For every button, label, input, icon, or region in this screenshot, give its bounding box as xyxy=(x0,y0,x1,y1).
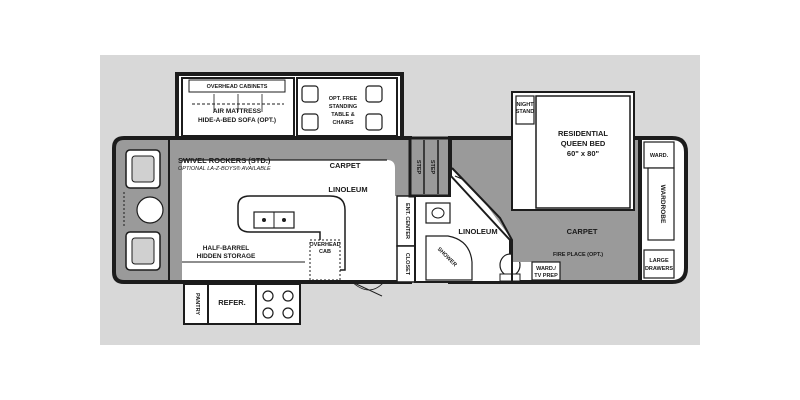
label-step-1: STEP xyxy=(415,160,421,175)
rocker-1-seat xyxy=(131,155,155,183)
side-table xyxy=(136,196,164,224)
label-linoleum-kitchen: LINOLEUM xyxy=(328,185,367,194)
sink-drain xyxy=(282,218,286,222)
carpet-left-strip xyxy=(170,160,182,280)
burner-3 xyxy=(262,307,274,319)
label-residential: RESIDENTIAL xyxy=(558,129,608,138)
sink-faucet xyxy=(262,218,266,222)
overhead-cab-box xyxy=(309,239,341,281)
queen-bed xyxy=(535,95,631,209)
refer-box xyxy=(207,283,257,325)
label-ward-tv-2: TV PREP xyxy=(534,273,558,279)
label-optional-la-z-boy: OPTIONAL LA-Z-BOYS® AVAILABLE xyxy=(178,165,271,172)
night-stand-box xyxy=(515,95,535,125)
chair-1 xyxy=(301,85,319,103)
chair-4 xyxy=(365,113,383,131)
stove-box xyxy=(255,283,301,325)
label-half-barrel: HALF-BARREL xyxy=(203,245,250,252)
label-pantry: PANTRY xyxy=(194,293,200,315)
burner-2 xyxy=(282,290,294,302)
label-drawers: DRAWERS xyxy=(645,266,673,272)
large-drawers-box xyxy=(643,249,675,279)
label-carpet-bedroom: CARPET xyxy=(567,227,598,236)
burner-4 xyxy=(282,307,294,319)
label-queen-bed: QUEEN BED xyxy=(561,139,606,148)
label-wardrobe: WARDROBE xyxy=(659,185,666,224)
label-table-4: CHAIRS xyxy=(332,120,353,126)
label-table-3: TABLE & xyxy=(331,112,354,118)
label-linoleum-bath: LINOLEUM xyxy=(458,227,497,236)
label-hide-a-bed: HIDE-A-BED SOFA (OPT.) xyxy=(198,117,276,124)
overhead-cabinets xyxy=(188,79,286,93)
burner-1 xyxy=(262,290,274,302)
entry-door-swing xyxy=(351,281,385,291)
label-step-2: STEP xyxy=(429,160,435,175)
entry-door xyxy=(351,281,383,297)
ward-tv-prep-box xyxy=(531,261,561,281)
label-carpet-living: CARPET xyxy=(330,161,361,170)
label-ward: WARD. xyxy=(650,153,669,159)
label-night: NIGHT xyxy=(516,102,534,108)
wardrobe-box xyxy=(647,167,675,241)
label-ent-center: ENT. CENTER xyxy=(404,203,410,239)
label-overhead-cab-2: CAB xyxy=(319,249,331,255)
label-overhead-cab-1: OVERHEAD xyxy=(309,242,340,248)
rocker-2-seat xyxy=(131,237,155,265)
toilet-tank xyxy=(499,273,521,282)
label-refer: REFER. xyxy=(218,298,246,307)
label-hidden-storage: HIDDEN STORAGE xyxy=(197,253,256,260)
label-large: LARGE xyxy=(649,258,669,264)
label-overhead-cabinets: OVERHEAD CABINETS xyxy=(207,84,268,90)
chair-2 xyxy=(301,113,319,131)
label-air-mattress: AIR MATTRESS xyxy=(213,108,262,115)
label-swivel-rockers: SWIVEL ROCKERS (STD.) xyxy=(178,156,271,165)
label-table-2: STANDING xyxy=(329,104,357,110)
label-table-1: OPT. FREE xyxy=(329,96,358,102)
shower-stall xyxy=(425,235,473,281)
bath-sink-bowl xyxy=(431,207,445,219)
label-closet: CLOSET xyxy=(404,253,410,276)
label-bed-size: 60" x 80" xyxy=(567,149,600,158)
label-ward-tv-1: WARD./ xyxy=(536,266,556,272)
label-fire-place: FIRE PLACE (OPT.) xyxy=(553,252,603,258)
bedroom-wall xyxy=(451,167,513,282)
carpet-living-area xyxy=(170,140,410,196)
chair-3 xyxy=(365,85,383,103)
pantry-box xyxy=(183,283,209,325)
label-stand: STAND xyxy=(516,109,535,115)
